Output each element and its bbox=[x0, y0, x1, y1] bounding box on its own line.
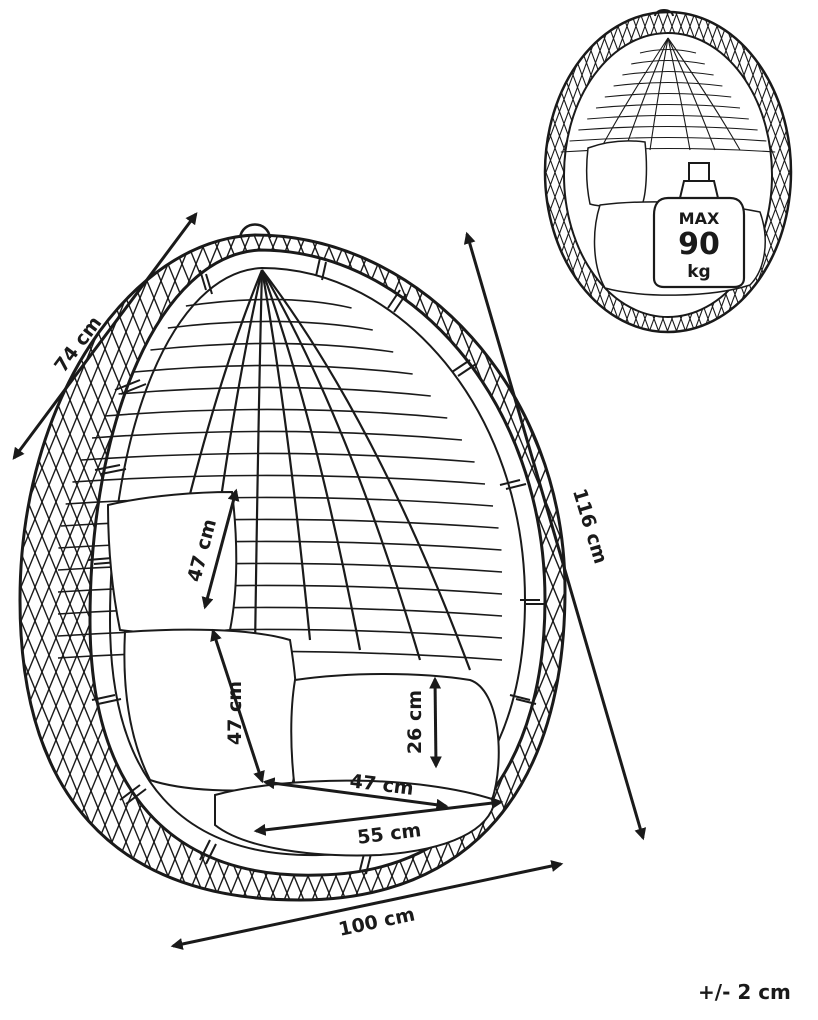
hanging-loop bbox=[238, 223, 272, 239]
seat-cushion-height-label: 47 cm bbox=[224, 681, 246, 745]
height-arrow bbox=[463, 231, 647, 841]
weight-icon: MAX 90 kg bbox=[652, 162, 746, 289]
height-label: 116 cm bbox=[568, 486, 612, 566]
side-cushion-arrow bbox=[429, 676, 442, 769]
seat-cushion bbox=[123, 628, 299, 792]
max-unit: kg bbox=[687, 262, 710, 282]
tolerance-note: +/- 2 cm bbox=[698, 980, 791, 1004]
seat-width-arrow bbox=[253, 797, 504, 836]
depth-arrow bbox=[12, 212, 198, 460]
back-cushion-arrow bbox=[201, 488, 240, 610]
max-label: MAX bbox=[679, 209, 720, 228]
seat-cushion-height-arrow bbox=[210, 628, 265, 784]
side-cushion-height-label: 26 cm bbox=[404, 690, 426, 754]
width-arrow bbox=[170, 860, 564, 950]
max-value: 90 bbox=[678, 227, 720, 262]
